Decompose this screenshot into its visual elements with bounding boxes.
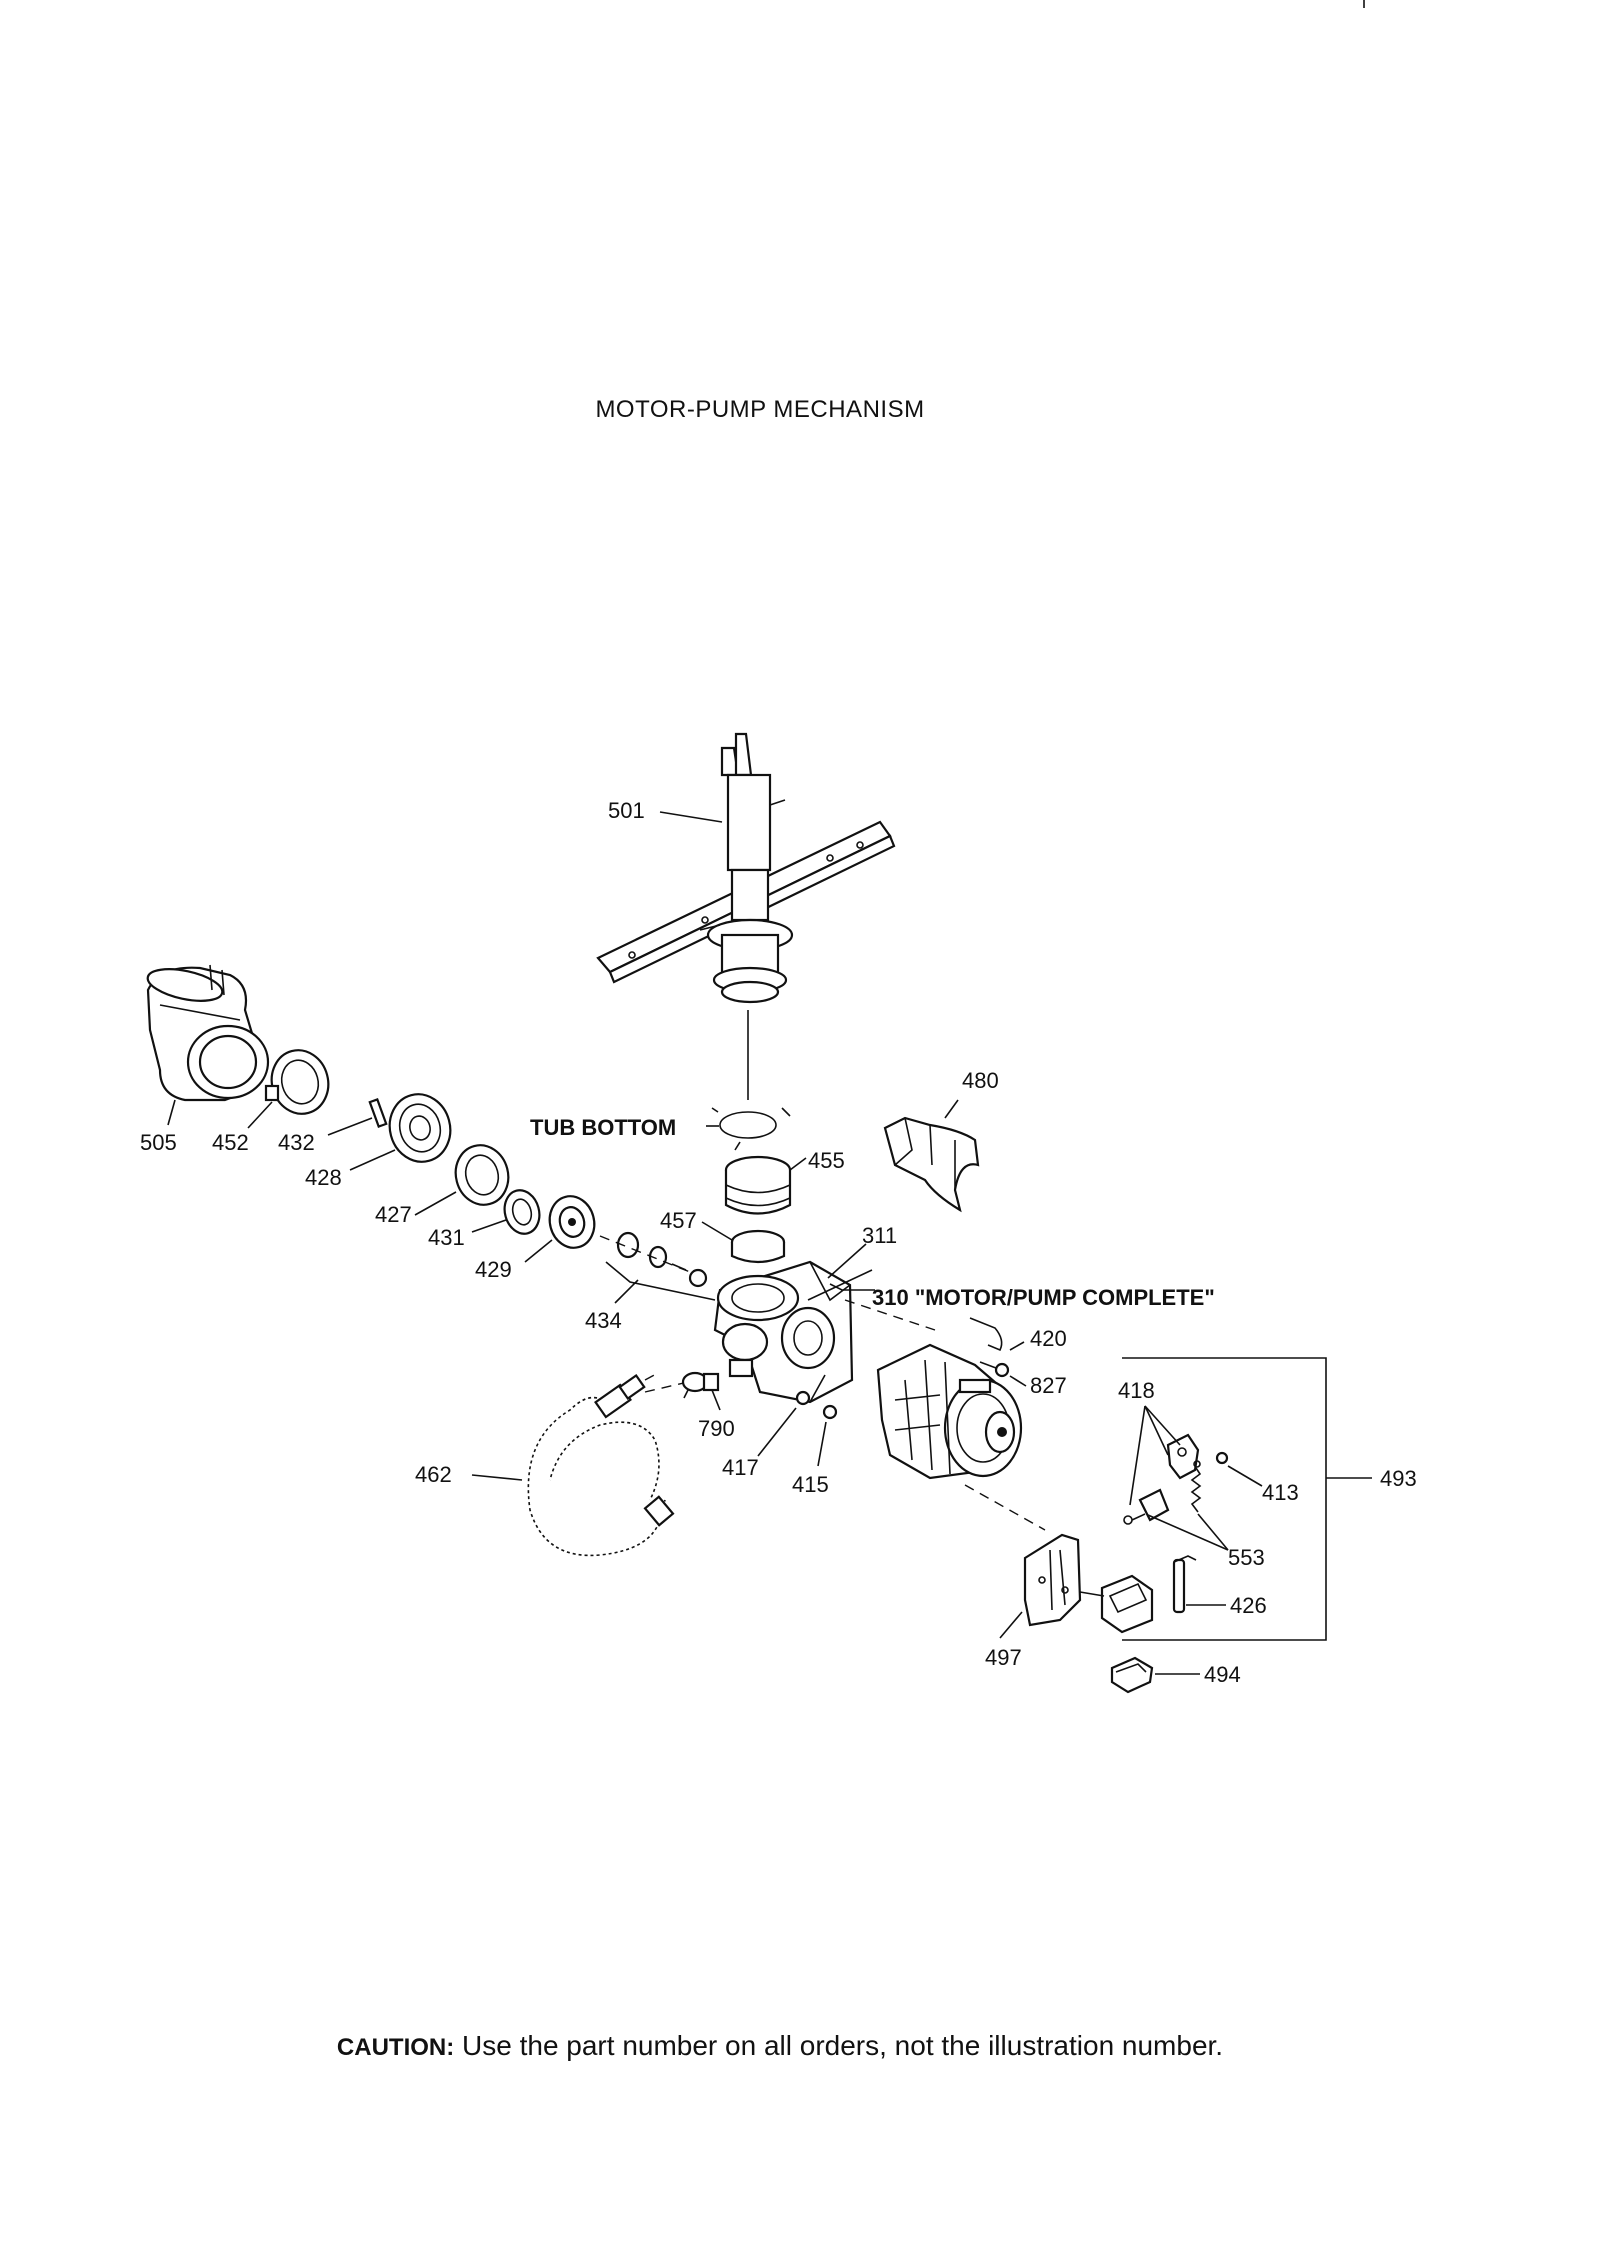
o-ring (711, 1107, 791, 1151)
label-418: 418 (1118, 1378, 1155, 1403)
leader-497 (999, 1611, 1023, 1639)
label-431: 431 (428, 1225, 465, 1250)
seal-431 (503, 1189, 541, 1235)
cover-494 (1110, 1656, 1154, 1694)
hardware-434 (599, 1231, 708, 1288)
label-426: 426 (1230, 1593, 1267, 1618)
label-432: 432 (278, 1130, 315, 1155)
impeller-housing-428 (368, 1093, 452, 1163)
leader-431 (471, 1219, 507, 1233)
cover-480 (883, 1116, 980, 1213)
label-tub-bottom: TUB BOTTOM (530, 1115, 676, 1140)
washer-417 (795, 1390, 811, 1406)
leader-420 (1009, 1341, 1025, 1351)
lever-418 (1123, 1433, 1200, 1525)
label-429: 429 (475, 1257, 512, 1282)
leader-457 (701, 1221, 733, 1241)
label-457: 457 (660, 1208, 697, 1233)
label-455: 455 (808, 1148, 845, 1173)
label-553: 553 (1228, 1545, 1265, 1570)
leader-462 (471, 1474, 523, 1481)
label-480: 480 (962, 1068, 999, 1093)
leader-452 (247, 1101, 273, 1129)
leader-505 (167, 1099, 176, 1126)
label-452: 452 (212, 1130, 249, 1155)
label-428: 428 (305, 1165, 342, 1190)
bellows-455 (724, 1155, 792, 1215)
label-790: 790 (698, 1416, 735, 1441)
solenoid (1079, 1574, 1154, 1634)
motor (876, 1343, 1023, 1480)
gasket-427 (454, 1144, 510, 1206)
spring-553 (1190, 1460, 1202, 1513)
leader-480 (944, 1099, 959, 1119)
sump-housing-505 (146, 964, 270, 1102)
assembly-line-2 (964, 1484, 1046, 1531)
leader-553-a (1147, 1514, 1229, 1551)
pump-housing-311 (713, 1260, 873, 1404)
label-494: 494 (1204, 1662, 1241, 1687)
page-title: MOTOR-PUMP MECHANISM (595, 396, 925, 423)
clip-413 (1215, 1451, 1229, 1465)
leader-429 (524, 1239, 553, 1263)
bracket-497 (1023, 1533, 1082, 1627)
leader-413 (1227, 1465, 1263, 1487)
leader-428 (349, 1149, 396, 1171)
label-420: 420 (1030, 1326, 1067, 1351)
nut-415 (822, 1404, 838, 1420)
label-493: 493 (1380, 1466, 1417, 1491)
kit-bracket-493 (1122, 1357, 1327, 1641)
impeller-429 (548, 1195, 596, 1249)
label-827: 827 (1030, 1373, 1067, 1398)
leader-434 (614, 1279, 639, 1304)
leader-434-bracket (605, 1261, 716, 1301)
leader-417 (757, 1407, 797, 1457)
leader-790 (711, 1389, 721, 1411)
leader-418-b (1144, 1405, 1169, 1456)
label-310: 310 "MOTOR/PUMP COMPLETE" (872, 1285, 1215, 1310)
leader-418-c (1144, 1405, 1181, 1446)
label-505: 505 (140, 1130, 177, 1155)
leader-415 (817, 1421, 827, 1467)
label-413: 413 (1262, 1480, 1299, 1505)
valve-790 (681, 1371, 720, 1399)
spray-arm-501 (596, 732, 896, 1004)
leader-311 (827, 1243, 867, 1279)
label-501: 501 (608, 798, 645, 823)
label-417: 417 (722, 1455, 759, 1480)
clamp-457 (730, 1229, 786, 1264)
label-311: 311 (862, 1223, 897, 1248)
caution-text: Use the part number on all orders, not t… (462, 2030, 1224, 2061)
hose-462 (525, 1371, 675, 1559)
leader-455 (789, 1157, 807, 1171)
leader-501 (659, 811, 723, 823)
caution-label: CAUTION: (336, 2034, 455, 2061)
leader-427 (414, 1191, 457, 1216)
caution-note: CAUTION: Use the part number on all orde… (0, 2030, 1560, 2062)
leader-553-b (1197, 1513, 1229, 1551)
clip-420 (969, 1317, 1003, 1352)
leader-418-a (1129, 1405, 1146, 1506)
screw-827 (979, 1361, 1010, 1378)
rod-426 (1172, 1555, 1197, 1614)
label-427: 427 (375, 1202, 412, 1227)
leader-432 (327, 1117, 373, 1136)
leader-310 (829, 1283, 875, 1291)
label-415: 415 (792, 1472, 829, 1497)
leader-827 (1009, 1375, 1027, 1387)
label-434: 434 (585, 1308, 622, 1333)
label-462: 462 (415, 1462, 452, 1487)
clamp-452 (264, 1049, 330, 1115)
label-497: 497 (985, 1645, 1022, 1670)
